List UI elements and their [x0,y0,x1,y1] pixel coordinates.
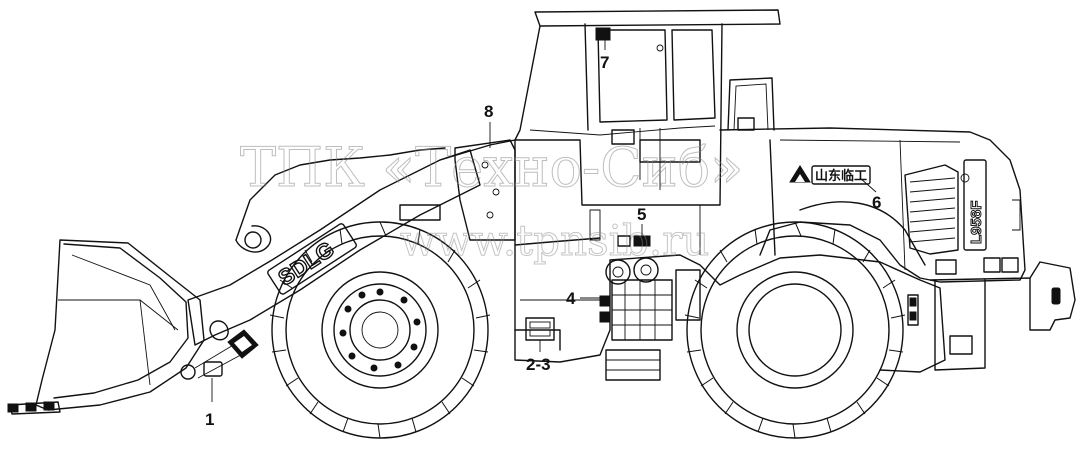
grille-slats [909,177,956,243]
boom-arm [180,147,481,380]
callout-label-4: 4 [566,289,576,308]
bucket [7,239,205,415]
callout-4: 4 [566,289,600,308]
rear-tire-tread [684,221,906,439]
callout-1: 1 [205,378,214,429]
engine-hood: L958F 山东临工 [719,127,1026,283]
operator-cab [514,9,781,206]
decal-2-3-plates [525,317,555,341]
callout-7: 7 [600,38,609,72]
decal-4-plate [599,295,611,307]
watermark-line-1: ТПК «Техно-Сиб» [240,136,743,199]
callout-8: 8 [484,102,493,148]
center-compartment [589,205,701,341]
counterweight [907,261,1076,371]
watermark-line-2: www.tpnsib.ru [400,216,709,265]
front-wheel [269,221,491,439]
callout-5: 5 [637,205,646,236]
callout-label-5: 5 [637,205,646,224]
chassis [399,139,946,381]
callout-6: 6 [859,177,881,212]
callout-label-7: 7 [600,53,609,72]
model-badge: L958F [963,159,987,251]
callout-label-6: 6 [872,193,881,212]
callout-label-8: 8 [484,102,493,121]
rear-wheel [684,221,906,439]
front-tire-tread [269,221,491,439]
callout-label-1: 1 [205,410,214,429]
maker-logo-decal: 山东临工 [789,165,871,185]
callout-label-2-3: 2-3 [526,355,551,374]
callout-2-3: 2-3 [526,340,551,374]
watermark: ТПК «Техно-Сиб» www.tpnsib.ru [240,136,744,266]
cab-decal-7 [595,27,611,41]
model-badge-text: L958F [968,201,985,244]
maker-logo-text: 山东临工 [815,168,867,184]
front-wheel-studs [339,288,421,372]
cab-handrails [727,77,775,131]
front-frame-tower [454,139,516,241]
boom-warning-decal [203,329,259,377]
